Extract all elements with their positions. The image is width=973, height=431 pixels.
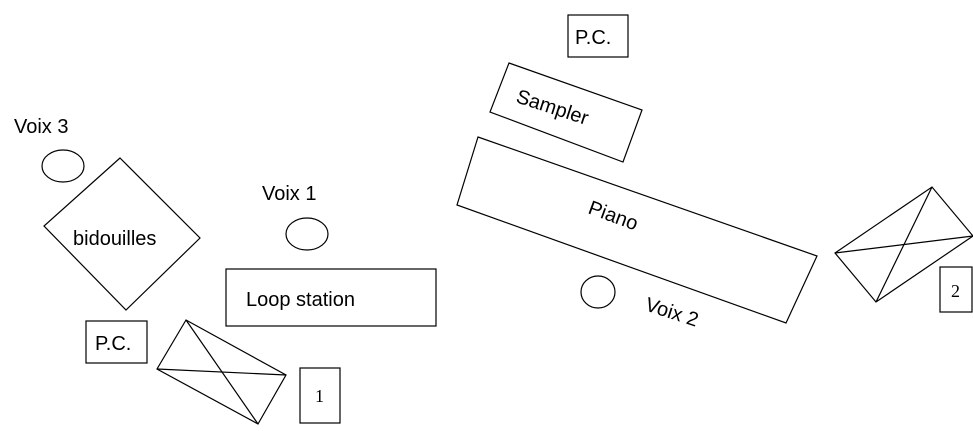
voix2-label: Voix 2: [642, 294, 701, 332]
monitor1-box: [299, 367, 341, 424]
monitor2-label: 2: [951, 281, 960, 301]
sampler-box: [489, 62, 643, 163]
loop-station-label: Loop station: [246, 289, 355, 311]
monitor1-label: 1: [315, 386, 324, 406]
voix2-microphone: [580, 275, 616, 309]
pc-top-box: [567, 14, 629, 58]
bidouilles-label: bidouilles: [73, 228, 156, 250]
piano-box: [456, 136, 818, 324]
voix3-microphone: [41, 149, 85, 183]
voix3-label: Voix 3: [14, 116, 68, 138]
pc-top-label: P.C.: [575, 27, 611, 49]
pc-left-box: [85, 320, 148, 364]
speaker-right: [834, 186, 973, 303]
bidouilles-table: [43, 157, 201, 311]
monitor2-box: [939, 266, 973, 313]
voix1-microphone: [285, 217, 329, 251]
speaker-left: [156, 319, 287, 425]
pc-left-label: P.C.: [95, 333, 131, 355]
loop-station-box: [225, 268, 437, 327]
voix1-label: Voix 1: [262, 183, 316, 205]
